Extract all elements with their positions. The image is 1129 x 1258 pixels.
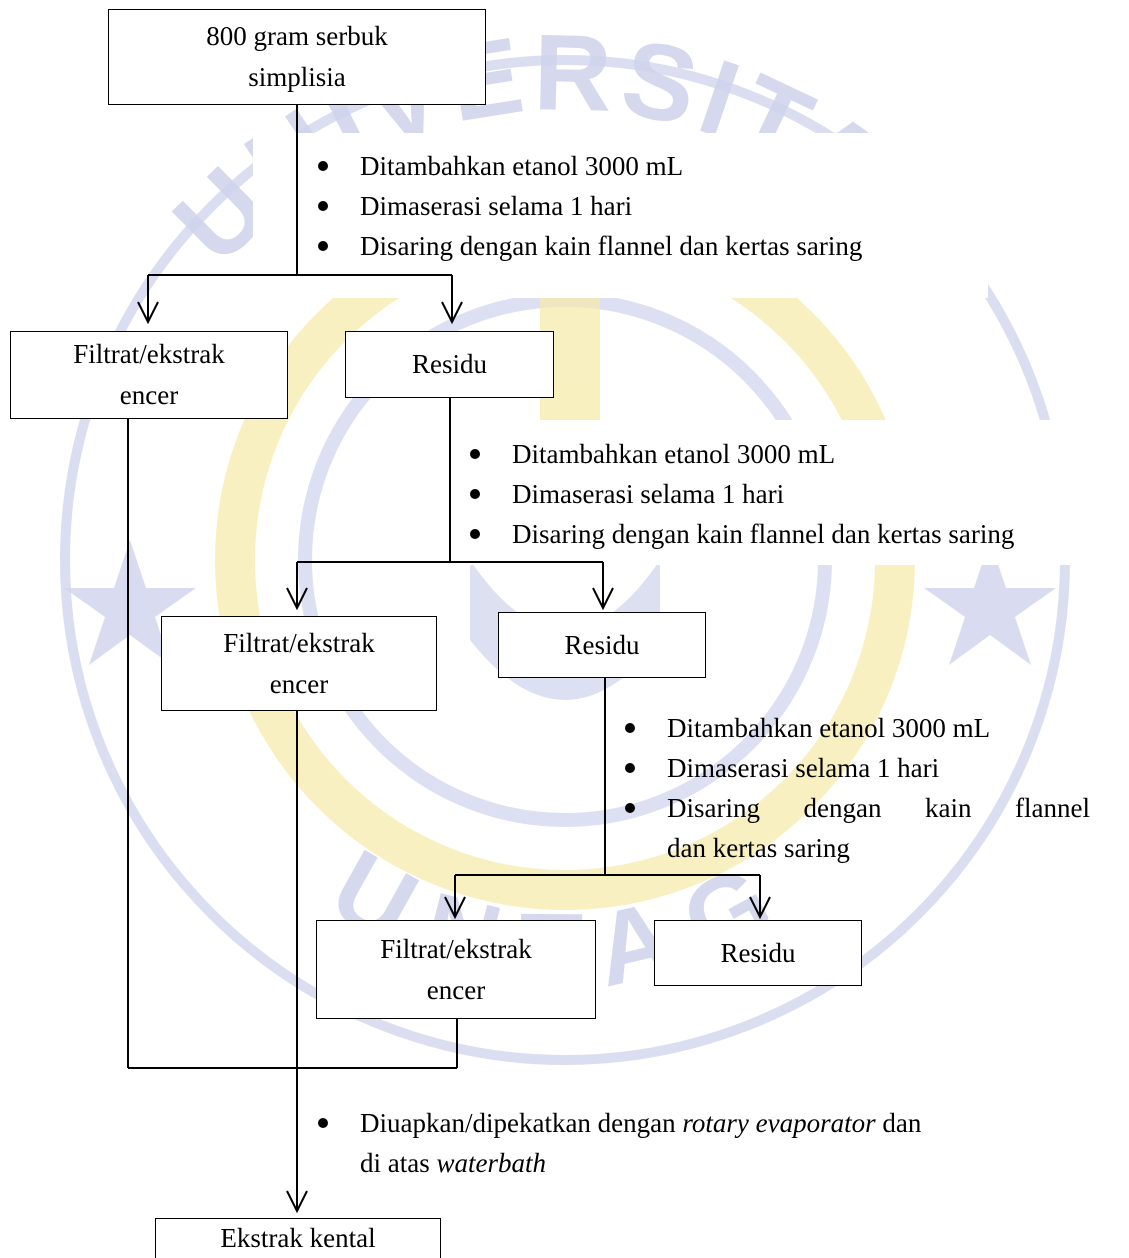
step-4-middle: dan xyxy=(875,1108,922,1138)
start-material-box: 800 gram serbuk simplisia xyxy=(108,9,486,105)
arrowhead-final xyxy=(286,1190,308,1214)
filtrate-box-2: Filtrat/ekstrak encer xyxy=(161,616,437,711)
notes-background-2 xyxy=(450,420,1127,565)
start-material-line2: simplisia xyxy=(248,62,346,92)
final-extract-label: Ekstrak kental xyxy=(220,1223,376,1253)
step-4-line2: di atas waterbath xyxy=(360,1143,1068,1183)
filtrate-1-line2: encer xyxy=(119,380,179,410)
filtrate-3-line2: encer xyxy=(426,974,486,1005)
filtrate-box-3: Filtrat/ekstrak encer xyxy=(316,920,596,1019)
step-1-item-2: Dimaserasi selama 1 hari xyxy=(308,186,988,226)
residue-box-3: Residu xyxy=(654,920,862,986)
arrowhead-residue-2 xyxy=(592,587,614,611)
residue-3-label: Residu xyxy=(720,937,796,968)
step-4-italic-rotary: rotary evaporator xyxy=(682,1108,876,1138)
arrowhead-filtrate-1 xyxy=(137,301,159,325)
step-4-italic-waterbath: waterbath xyxy=(436,1148,546,1178)
step-2-item-2: Dimaserasi selama 1 hari xyxy=(460,474,1128,514)
step-4-line1: Diuapkan/dipekatkan dengan rotary evapor… xyxy=(360,1103,1068,1143)
residue-2-label: Residu xyxy=(564,629,640,660)
step-2-notes: Ditambahkan etanol 3000 mL Dimaserasi se… xyxy=(460,434,1128,554)
step-4-notes: Diuapkan/dipekatkan dengan rotary evapor… xyxy=(308,1103,1068,1183)
step-4-prefix: Diuapkan/dipekatkan dengan xyxy=(360,1108,683,1138)
step-3-item-1: Ditambahkan etanol 3000 mL xyxy=(615,708,1090,748)
filtrate-box-1: Filtrat/ekstrak encer xyxy=(10,331,288,419)
step-4-line2-prefix: di atas xyxy=(360,1148,437,1178)
watermark-star-left-icon xyxy=(64,540,196,665)
step-2-item-1: Ditambahkan etanol 3000 mL xyxy=(460,434,1128,474)
residue-box-1: Residu xyxy=(345,331,554,398)
step-1-item-1: Ditambahkan etanol 3000 mL xyxy=(308,146,988,186)
filtrate-3-line1: Filtrat/ekstrak xyxy=(380,933,532,964)
step-1-notes: Ditambahkan etanol 3000 mL Dimaserasi se… xyxy=(308,146,988,266)
step-2-item-3: Disaring dengan kain flannel dan kertas … xyxy=(460,514,1128,554)
residue-1-label: Residu xyxy=(411,349,487,379)
filtrate-2-line1: Filtrat/ekstrak xyxy=(223,627,375,658)
arrowhead-filtrate-2 xyxy=(286,587,308,611)
notes-background-1 xyxy=(253,133,988,298)
step-3-item-2: Dimaserasi selama 1 hari xyxy=(615,748,1090,788)
step-4-item-1: Diuapkan/dipekatkan dengan rotary evapor… xyxy=(308,1103,1068,1183)
step-3-item-3-line2: dan kertas saring xyxy=(667,833,850,863)
final-extract-box: Ekstrak kental xyxy=(155,1218,441,1258)
start-material-line1: 800 gram serbuk xyxy=(206,21,388,51)
step-1-item-3: Disaring dengan kain flannel dan kertas … xyxy=(308,226,988,266)
arrowhead-residue-1 xyxy=(441,301,463,325)
step-3-notes: Ditambahkan etanol 3000 mL Dimaserasi se… xyxy=(615,708,1090,868)
filtrate-2-line2: encer xyxy=(269,668,329,699)
filtrate-1-line1: Filtrat/ekstrak xyxy=(73,339,225,369)
watermark-star-right-icon xyxy=(924,540,1056,665)
residue-box-2: Residu xyxy=(498,612,706,678)
arrowhead-filtrate-3 xyxy=(444,896,466,920)
arrowhead-residue-3 xyxy=(749,896,771,920)
